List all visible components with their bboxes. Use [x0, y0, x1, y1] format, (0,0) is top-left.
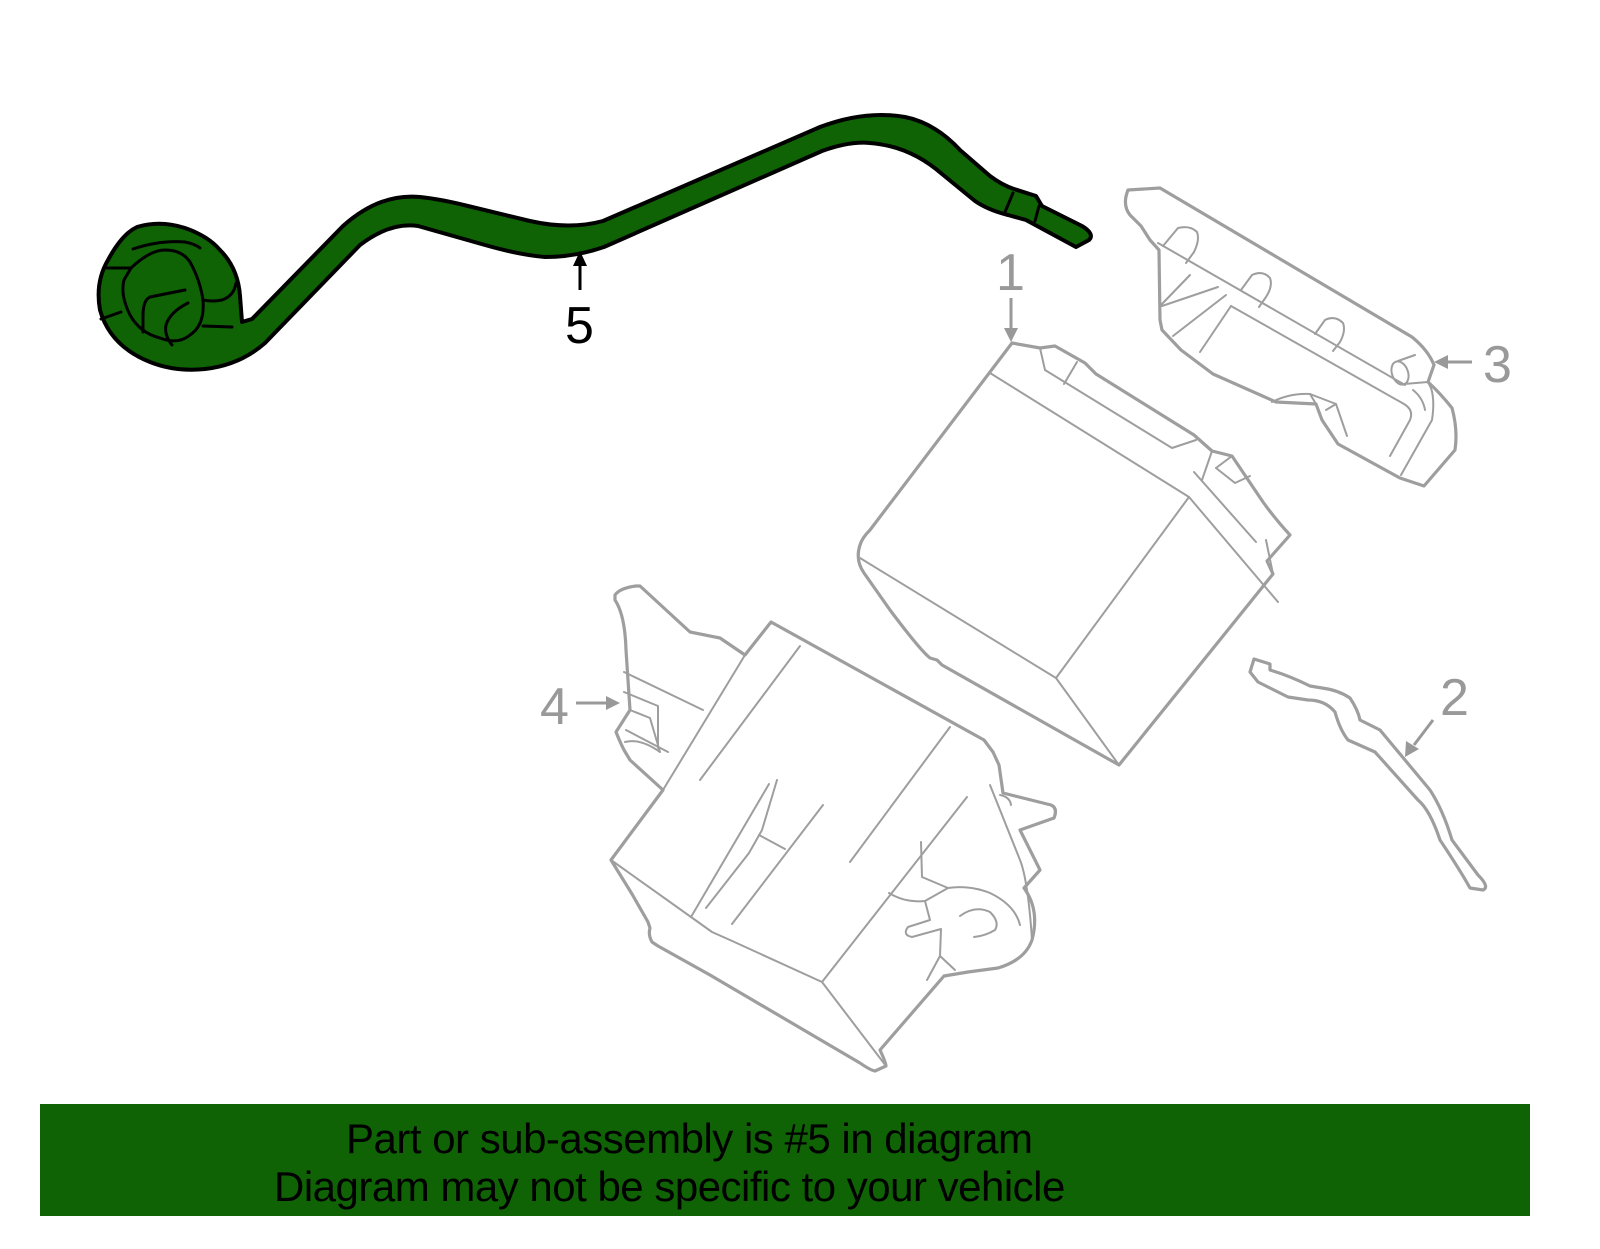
callout-2[interactable]: 2	[1405, 669, 1469, 757]
part-2-hold-down-clamp[interactable]	[1248, 657, 1488, 892]
info-banner: Part or sub-assembly is #5 in diagram Di…	[40, 1104, 1530, 1216]
callout-5-label: 5	[565, 297, 594, 355]
banner-line-part-number: Part or sub-assembly is #5 in diagram	[346, 1115, 1033, 1162]
callout-1[interactable]: 1	[996, 244, 1025, 342]
callout-5[interactable]: 5	[565, 251, 594, 355]
part-1-battery[interactable]	[856, 341, 1292, 767]
callout-1-label: 1	[996, 244, 1025, 302]
callout-3[interactable]: 3	[1434, 336, 1512, 394]
banner-line-disclaimer: Diagram may not be specific to your vehi…	[274, 1163, 1065, 1210]
callout-3-label: 3	[1483, 336, 1512, 394]
part-5-vent-hose[interactable]	[96, 112, 1093, 372]
part-3-battery-cover[interactable]	[1123, 186, 1458, 488]
callout-2-label: 2	[1440, 669, 1469, 727]
callout-4-label: 4	[540, 678, 569, 736]
part-4-battery-tray[interactable]	[609, 584, 1058, 1073]
callout-4[interactable]: 4	[540, 678, 620, 736]
